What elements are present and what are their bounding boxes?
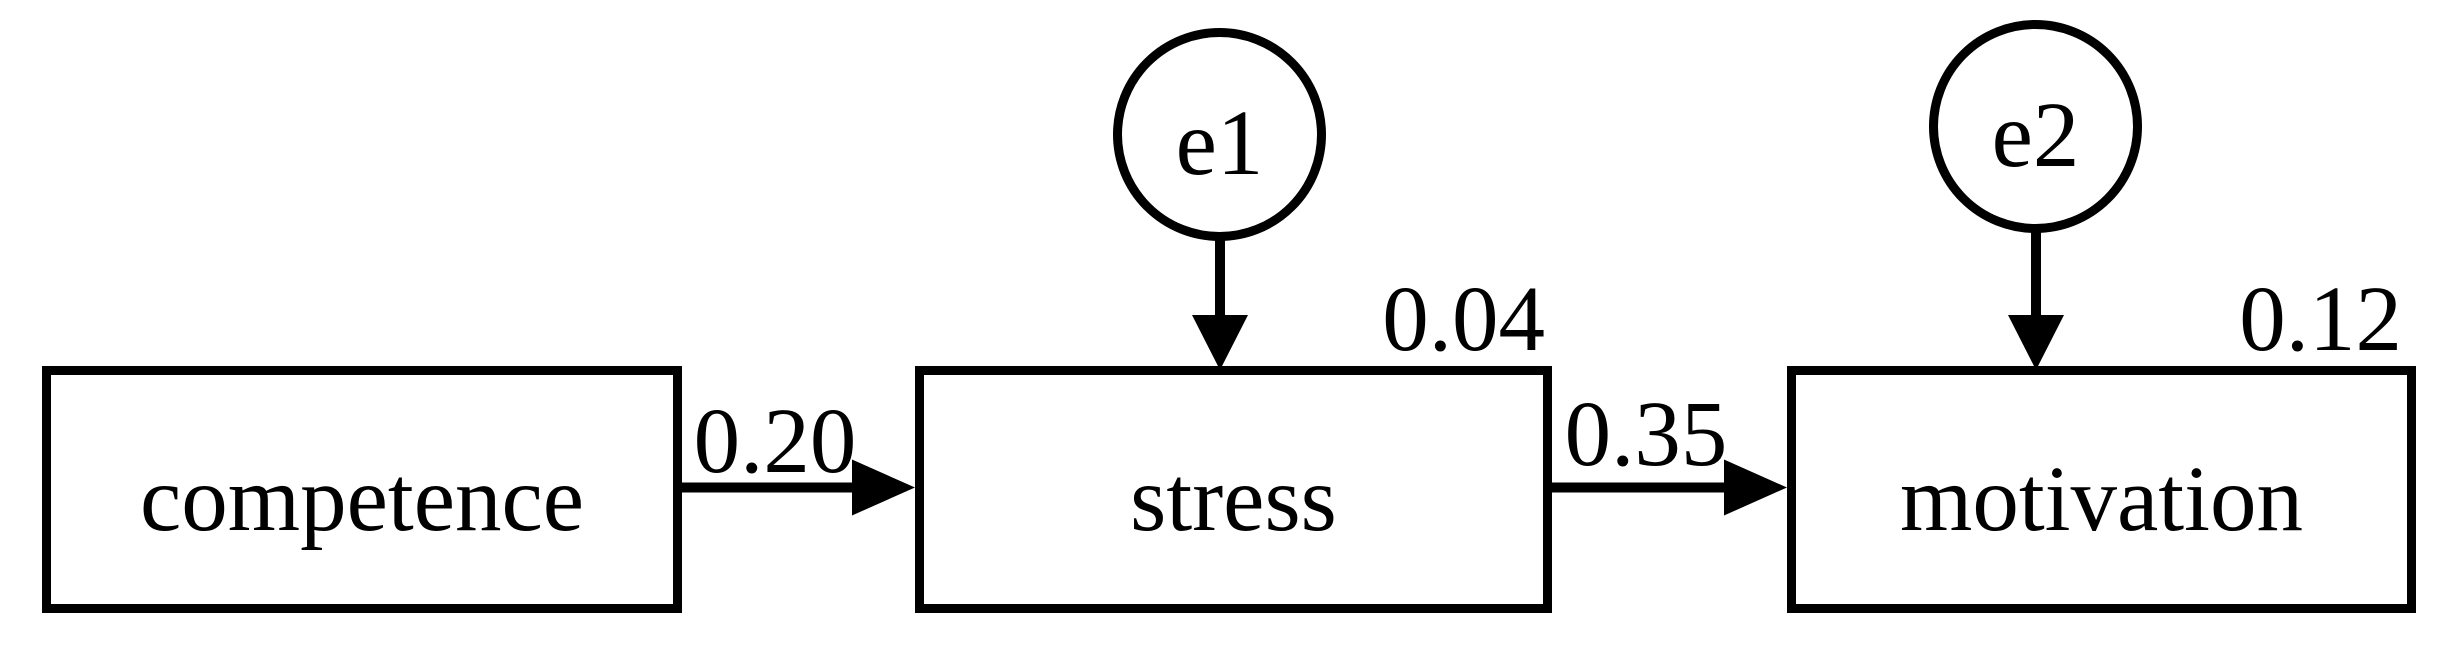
- error-circle-e1: e1: [1113, 28, 1326, 241]
- arrow-stress-to-motivation: [1549, 459, 1787, 516]
- error-circle-e2: e2: [1929, 20, 2142, 233]
- box-stress-label: stress: [1130, 448, 1337, 551]
- variance-stress: 0.04: [1382, 268, 1545, 371]
- arrow-e2-to-motivation: [2008, 232, 2064, 370]
- box-stress: stress: [915, 366, 1552, 613]
- box-motivation-label: motivation: [1900, 448, 2303, 551]
- error-e1-label: e1: [1175, 92, 1264, 195]
- coefficient-competence-stress: 0.20: [693, 390, 857, 493]
- variance-motivation: 0.12: [2239, 268, 2402, 371]
- arrow-competence-to-stress: [678, 459, 915, 516]
- error-e2-label: e2: [1991, 84, 2080, 187]
- box-competence: competence: [42, 366, 682, 613]
- arrow-e1-to-stress: [1192, 240, 1248, 370]
- box-competence-label: competence: [139, 448, 585, 551]
- coefficient-stress-motivation: 0.35: [1564, 383, 1728, 486]
- box-motivation: motivation: [1787, 366, 2416, 613]
